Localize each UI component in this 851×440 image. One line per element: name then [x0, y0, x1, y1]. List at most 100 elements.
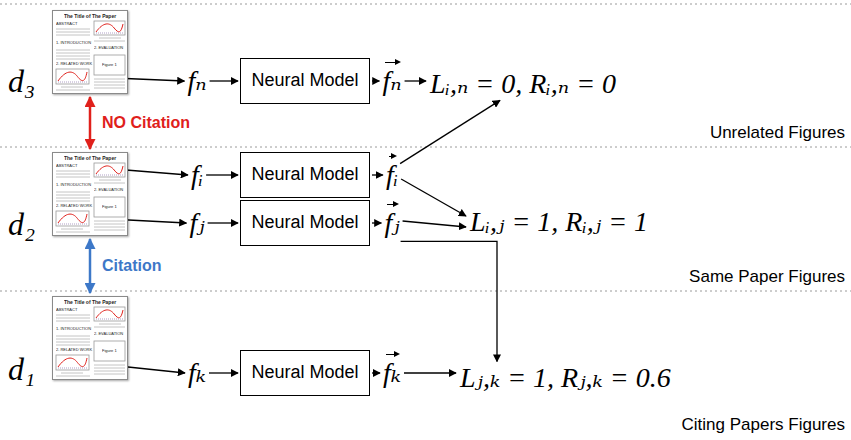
box-label: Neural Model: [251, 212, 358, 234]
embedding-label: fᵢ: [386, 152, 398, 191]
box-label: Neural Model: [251, 164, 358, 186]
figure-frame: [94, 341, 125, 361]
page-text: The Title of The Paper: [64, 14, 116, 19]
text-line: [56, 232, 90, 233]
page-text: ABSTRACT: [56, 22, 77, 26]
embedding-label: fⱼ: [384, 200, 399, 239]
page-text: ABSTRACT: [56, 308, 77, 312]
text-line: [56, 321, 90, 322]
process-box: Neural Model: [240, 350, 370, 396]
dotted-separator: [0, 4, 851, 5]
edge-label: Citation: [100, 256, 164, 275]
plot-frame: [56, 211, 89, 226]
embedding-label: fₖ: [383, 350, 401, 389]
embedding-label: fₙ: [382, 58, 401, 97]
plot-curve: [58, 358, 87, 367]
mini-plot: [56, 211, 89, 226]
flow-arrow: [372, 222, 381, 223]
page-text: ABSTRACT: [56, 164, 77, 168]
mini-plot: [94, 163, 125, 177]
text-line: [99, 38, 121, 39]
text-line: [94, 368, 125, 369]
citation-arrow: [89, 97, 92, 149]
page-text: 1. INTRODUCTION: [56, 183, 91, 187]
text-line: [94, 230, 125, 231]
page-text: 2. EVALUATION: [94, 46, 123, 50]
plot-axis: [96, 175, 123, 176]
page-text: The Title of The Paper: [64, 156, 116, 161]
text-line: [94, 88, 125, 89]
page-text: 2. RELATED WORK: [56, 348, 92, 352]
text-line: [56, 177, 90, 178]
text-line: [94, 365, 125, 366]
text-line: [56, 50, 90, 51]
plot-curve: [58, 214, 87, 223]
text-line: [61, 229, 83, 230]
flow-arrow: [372, 372, 380, 373]
flow-arrow: [372, 80, 379, 81]
row-caption: Same Paper Figures: [689, 268, 845, 287]
text-line: [56, 376, 90, 377]
dotted-separator: [0, 291, 851, 292]
score-equation: Lᵢ,ⱼ = 1, Rᵢ,ⱼ = 1: [470, 207, 648, 238]
flow-arrow: [90, 363, 185, 373]
mini-plot: [94, 307, 125, 321]
flow-arrow: [404, 372, 456, 373]
plot-curve: [96, 166, 123, 174]
plot-curve: [58, 72, 87, 81]
text-line: [56, 32, 90, 33]
text-line: [56, 318, 90, 319]
plot-axis: [96, 33, 123, 34]
mini-plot: [56, 355, 89, 370]
plot-curve: [96, 24, 123, 32]
text-line: [94, 371, 125, 372]
mini-plot: [94, 21, 125, 35]
score-equation: Lⱼ,ₖ = 1, Rⱼ,ₖ = 0.6: [460, 363, 671, 394]
text-line: [94, 227, 125, 228]
page-text-lines: [56, 315, 125, 376]
paper-page: The Title of The PaperABSTRACT1. INTRODU…: [52, 296, 128, 380]
page-text: Figure 1: [102, 205, 117, 209]
page-text: 1. INTRODUCTION: [56, 41, 91, 45]
process-box: Neural Model: [240, 58, 370, 104]
text-line: [56, 339, 90, 340]
flow-arrow: [403, 221, 466, 227]
paper-page: The Title of The PaperABSTRACT 1. INTRODU…: [52, 10, 128, 94]
paper-label: d₁: [8, 352, 35, 387]
flow-arrow: [209, 372, 238, 373]
text-line: [94, 374, 125, 375]
page-text: 2. RELATED WORK: [56, 62, 92, 66]
page-text: Figure 1: [102, 63, 117, 67]
edge-label: NO Citation: [100, 113, 192, 132]
text-line: [94, 82, 125, 83]
plot-axis: [58, 82, 87, 83]
paper-label: d₃: [8, 64, 35, 99]
text-line: [94, 85, 125, 86]
citation-arrow: [89, 239, 92, 293]
plot-axis: [58, 224, 87, 225]
text-line: [56, 342, 90, 343]
process-box: Neural Model: [240, 200, 370, 246]
row-caption: Unrelated Figures: [710, 124, 845, 143]
figure-frame: [94, 197, 125, 217]
flow-arrow: [206, 174, 238, 175]
text-line: [56, 35, 90, 36]
paper-page: The Title of The PaperABSTRACT 1. INTRODU…: [52, 152, 128, 236]
text-line: [56, 195, 90, 196]
figure-label: fᵢ: [191, 160, 203, 191]
paper-label: d₂: [8, 207, 35, 242]
figure-label: fⱼ: [189, 208, 204, 239]
flow-arrow: [400, 100, 500, 163]
mini-plot: [56, 69, 89, 84]
text-line: [56, 192, 90, 193]
page-text: 2. RELATED WORK: [56, 204, 92, 208]
text-line: [56, 345, 90, 346]
page-text: 1. INTRODUCTION: [56, 327, 91, 331]
flow-arrow: [210, 80, 238, 81]
text-line: [56, 315, 90, 316]
flow-arrow: [401, 179, 466, 216]
plot-frame: [94, 307, 125, 321]
flow-arrow: [126, 170, 188, 175]
text-line: [56, 198, 90, 199]
text-line: [94, 79, 125, 80]
